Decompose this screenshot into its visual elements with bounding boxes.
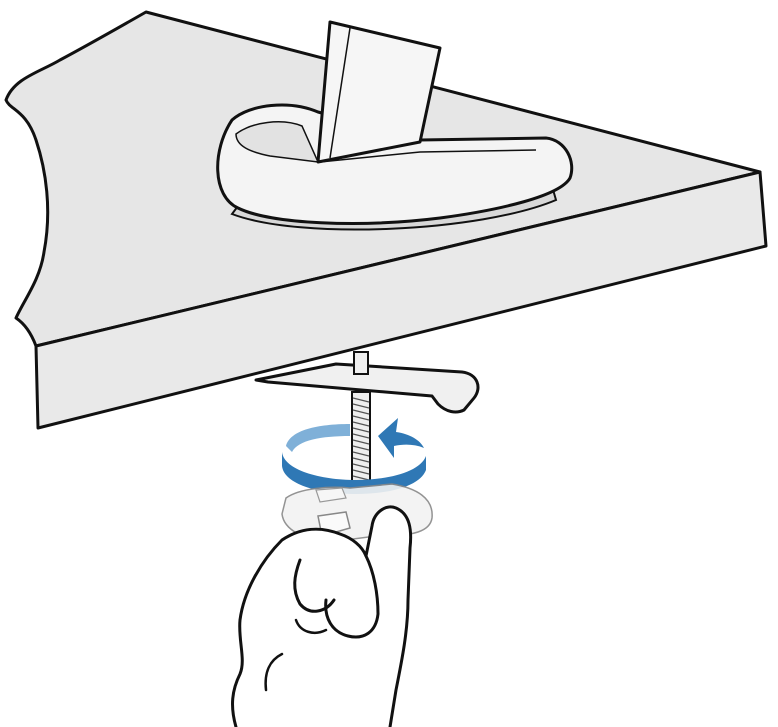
hand-icon (231, 505, 413, 727)
clamp-plate-icon (254, 351, 480, 414)
index-finger-fold (293, 558, 336, 613)
clamp-post (353, 351, 369, 375)
thumb-fold (324, 554, 380, 639)
desk-front-edge (34, 170, 768, 430)
rod-threads (352, 397, 370, 487)
knob-lobe-top (315, 487, 347, 503)
clamp-plate (254, 362, 480, 414)
stand-column (316, 20, 442, 164)
stand-base-rim-line (319, 149, 537, 163)
rotation-arrow-head (378, 418, 424, 458)
stand-column-edge (329, 27, 351, 159)
threaded-rod-icon (351, 391, 371, 493)
monitor-stand-base-icon (216, 20, 574, 231)
stand-base-inner-groove (235, 121, 320, 163)
palm-crease (264, 652, 284, 692)
finger-crease (294, 618, 328, 634)
hand-outline (231, 505, 413, 727)
rotation-arrow-back (286, 424, 350, 452)
